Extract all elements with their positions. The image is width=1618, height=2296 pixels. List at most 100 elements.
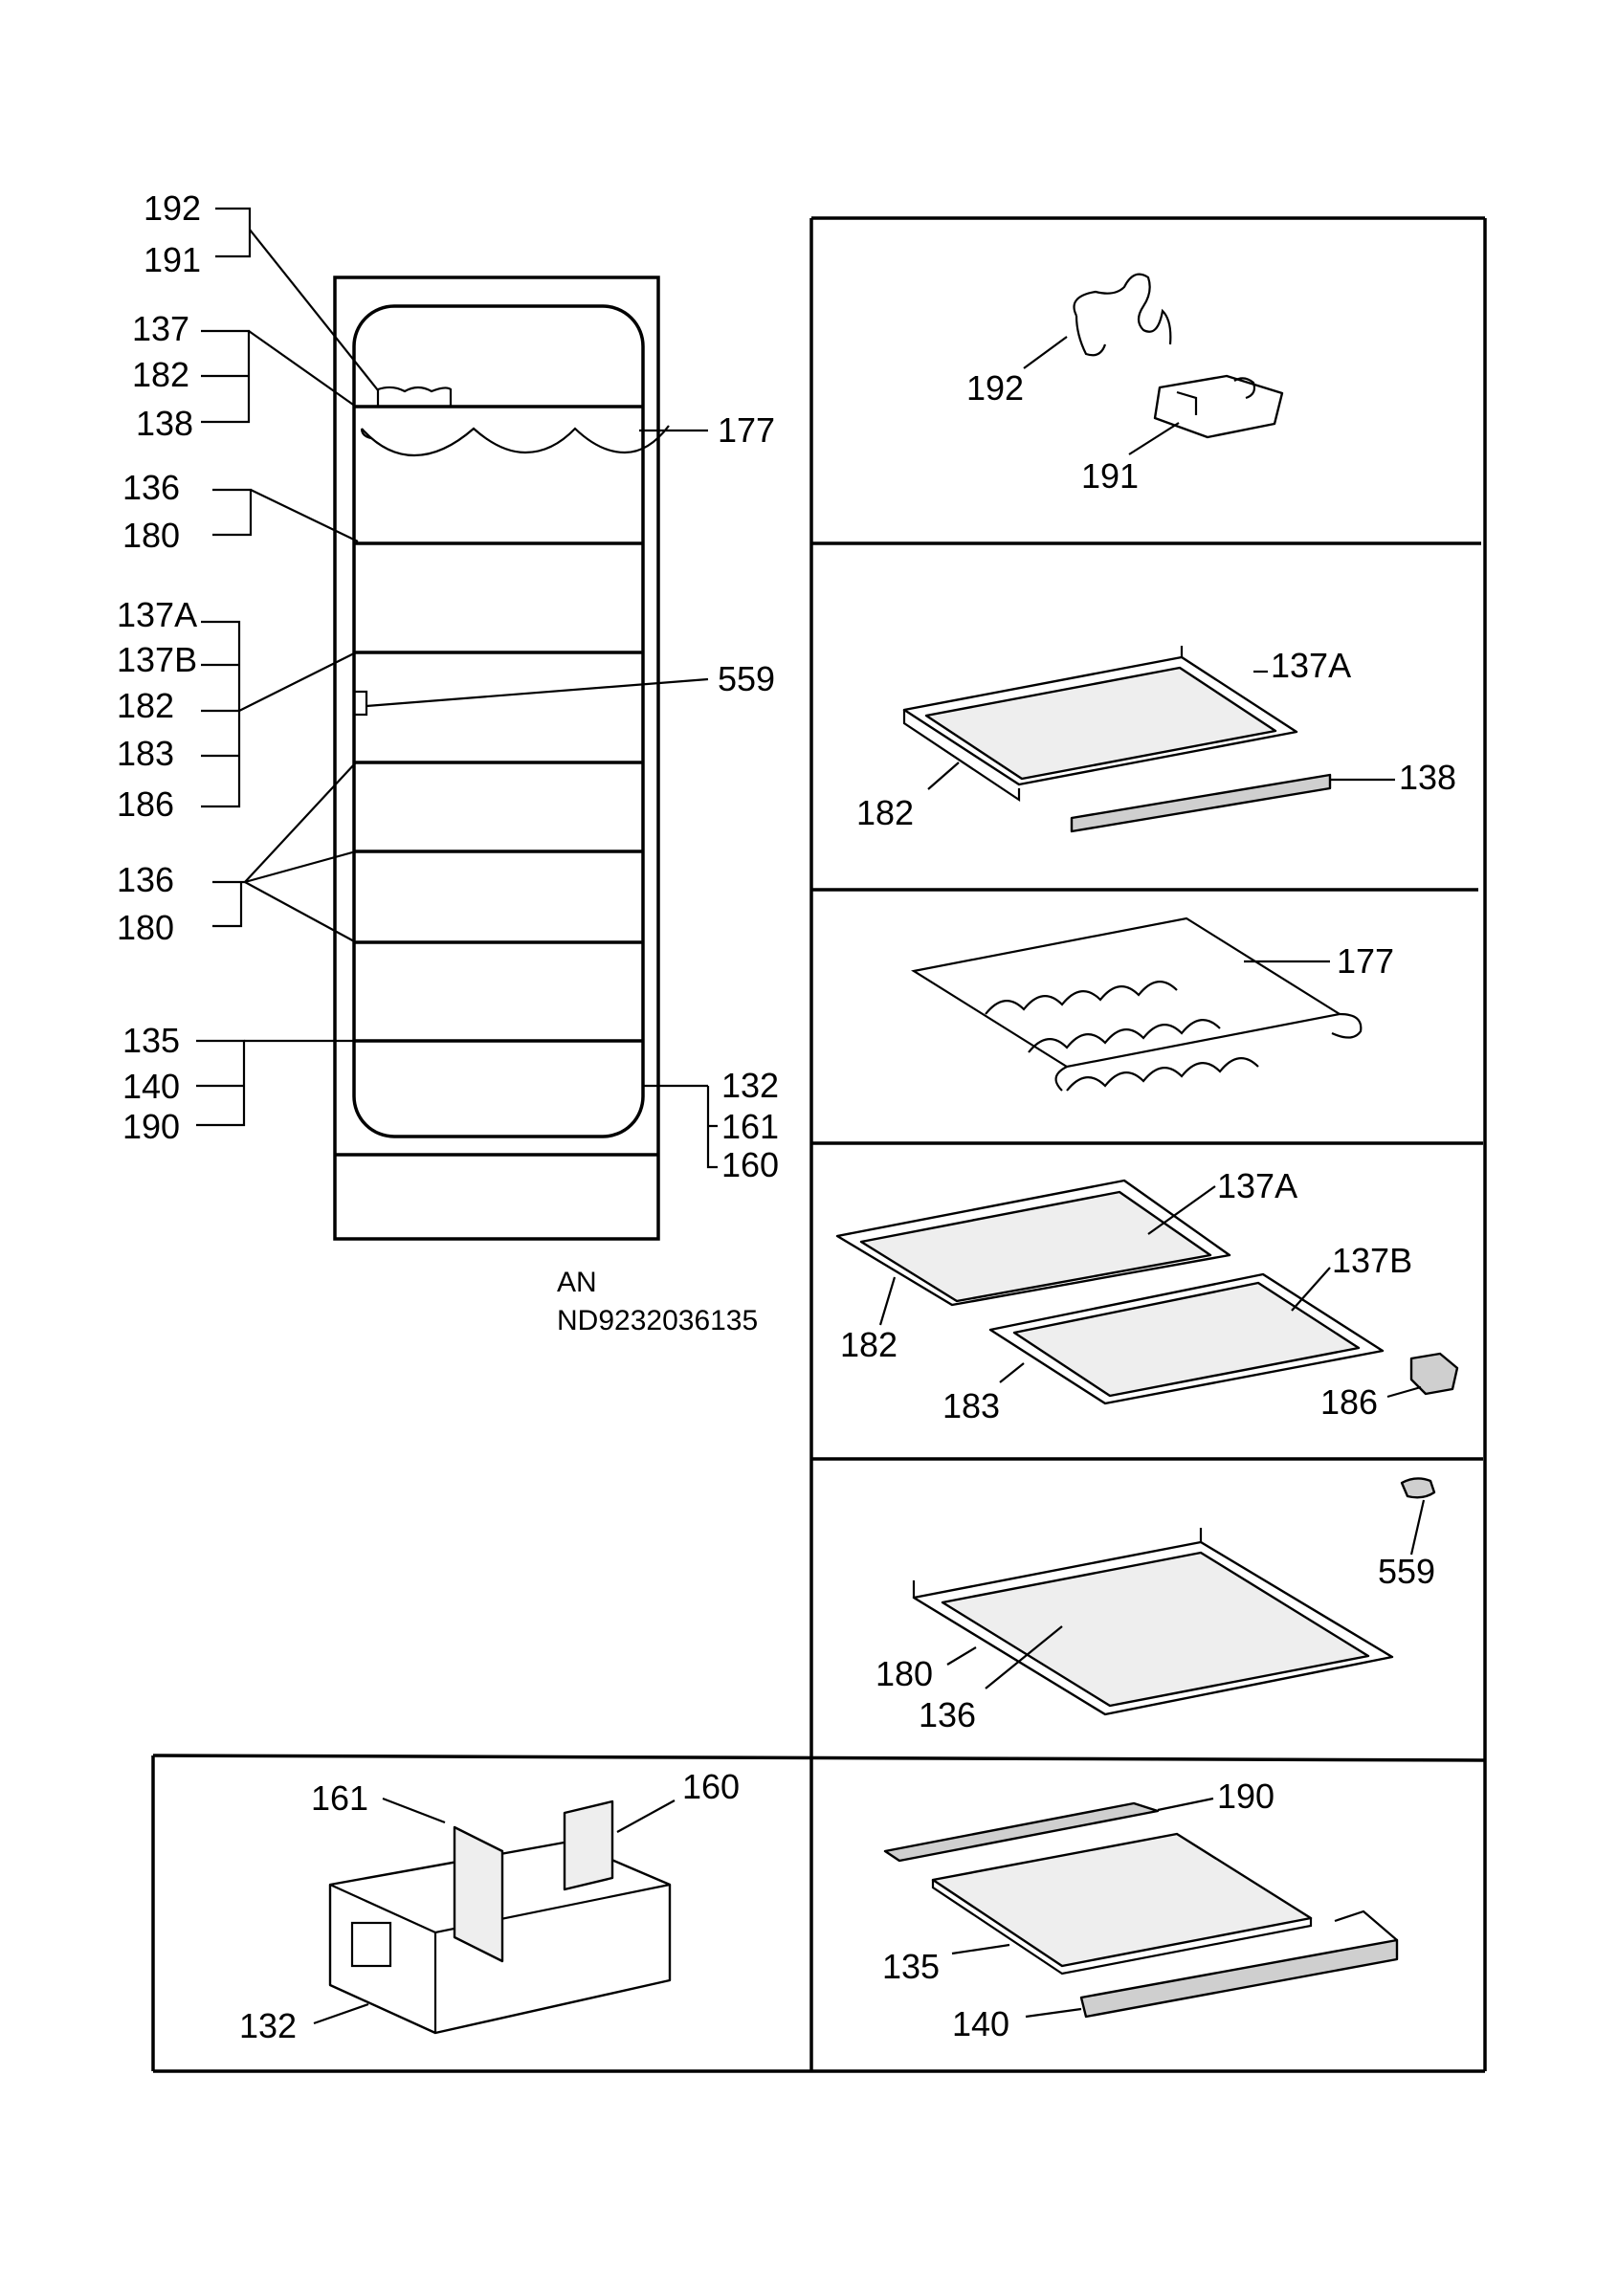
callout-137A: 137A	[117, 595, 197, 634]
callout-190: 190	[1217, 1777, 1274, 1816]
callout-160: 160	[721, 1145, 779, 1184]
leader	[985, 1625, 1063, 1689]
drawing-code-number: ND9232036135	[557, 1305, 758, 1336]
bracket-191	[1153, 374, 1284, 439]
callout-559: 559	[718, 659, 775, 698]
callout-192: 192	[966, 368, 1024, 408]
drawer-edge	[329, 1883, 671, 2033]
trim-140	[1079, 1938, 1399, 2019]
callout-559: 559	[1378, 1552, 1435, 1591]
callout-182: 182	[117, 686, 174, 725]
panel-frames	[151, 216, 1487, 2073]
callout-177: 177	[718, 410, 775, 450]
leader	[238, 651, 357, 712]
callout-180: 180	[117, 908, 174, 947]
callout-191: 191	[144, 240, 201, 279]
leader	[951, 1943, 1010, 1955]
callout-140: 140	[122, 1067, 180, 1106]
frame-line	[152, 1754, 1486, 1762]
trim-190	[883, 1801, 1160, 1863]
bracket	[196, 1039, 246, 1127]
leader	[1023, 336, 1068, 369]
callout-192: 192	[144, 188, 201, 228]
shelf-glass	[941, 1551, 1370, 1708]
callout-138: 138	[1399, 758, 1456, 797]
glass-edge	[931, 1880, 1313, 1976]
bracket	[212, 882, 243, 928]
leader	[244, 850, 357, 884]
leader	[250, 489, 359, 542]
rack-handle	[1054, 1066, 1068, 1092]
callout-137B: 137B	[117, 640, 197, 679]
cabinet-outline	[333, 276, 660, 1241]
leader	[249, 229, 379, 391]
callout-182: 182	[840, 1325, 898, 1364]
leader	[999, 1362, 1025, 1383]
callout-186: 186	[1320, 1382, 1378, 1422]
callout-137B: 137B	[1332, 1241, 1412, 1280]
leader	[1409, 1499, 1426, 1556]
callout-135: 135	[122, 1021, 180, 1060]
trim-138	[1070, 773, 1332, 833]
callout-180: 180	[875, 1654, 933, 1693]
callout-177: 177	[1337, 941, 1394, 981]
leader	[1025, 2007, 1082, 2019]
bracket	[201, 620, 241, 808]
rack-wave	[985, 981, 1178, 1015]
shelf-edge	[912, 1528, 1203, 1598]
rack-frame	[911, 916, 1342, 1069]
callout-182: 182	[856, 793, 914, 832]
callout-182: 182	[132, 355, 189, 394]
callout-132: 132	[721, 1066, 779, 1105]
leader	[1128, 422, 1180, 455]
bottle-rack-edge	[360, 428, 372, 440]
rack-wave	[1028, 1019, 1221, 1053]
callout-136: 136	[117, 860, 174, 899]
callout-132: 132	[239, 2006, 297, 2045]
panel-glass-shelf-top: 137A 138 182	[856, 646, 1456, 833]
leader	[248, 330, 357, 408]
callout-180: 180	[122, 516, 180, 555]
callout-137A: 137A	[1217, 1166, 1297, 1205]
callout-161: 161	[721, 1107, 779, 1146]
callout-183: 183	[942, 1386, 1000, 1425]
panel-clips: 192 191	[966, 273, 1284, 496]
leader	[878, 1276, 897, 1326]
top-clip	[376, 386, 453, 407]
leader	[244, 762, 357, 883]
shelf-glass	[859, 1190, 1212, 1303]
bottle-rack-wave	[361, 425, 670, 457]
callout-160: 160	[682, 1767, 740, 1806]
leader	[1147, 1185, 1216, 1235]
panel-split-shelf: 137A 137B 182 183 186	[835, 1166, 1459, 1425]
drawer-handle	[350, 1921, 392, 1968]
bracket-detail	[1176, 377, 1256, 415]
callout-136: 136	[919, 1695, 976, 1734]
leader	[616, 1799, 676, 1833]
callout-138: 138	[136, 404, 193, 443]
leader	[244, 881, 357, 943]
leader	[382, 1797, 446, 1824]
bracket	[706, 1086, 718, 1169]
callout-135: 135	[882, 1947, 940, 1986]
leader	[1157, 1797, 1214, 1812]
trim-edge	[1334, 1910, 1398, 1941]
shelf-glass	[1012, 1281, 1361, 1398]
glass-135	[931, 1832, 1313, 1968]
shelf-edge	[902, 646, 1184, 803]
leader	[1386, 1385, 1422, 1399]
part-559	[1400, 1477, 1436, 1499]
leader	[1291, 1267, 1331, 1312]
divider-160	[563, 1799, 614, 1891]
wire-clip-192	[1073, 273, 1172, 357]
cabinet-liner	[352, 304, 645, 1138]
panel-full-shelf: 559 180 136	[875, 1477, 1436, 1734]
callout-136: 136	[122, 468, 180, 507]
holder-186	[1409, 1352, 1459, 1396]
callout-191: 191	[1081, 456, 1139, 496]
divider-161	[453, 1825, 504, 1963]
small-part-559	[352, 690, 368, 717]
callout-190: 190	[122, 1107, 180, 1146]
leader	[946, 1646, 977, 1666]
